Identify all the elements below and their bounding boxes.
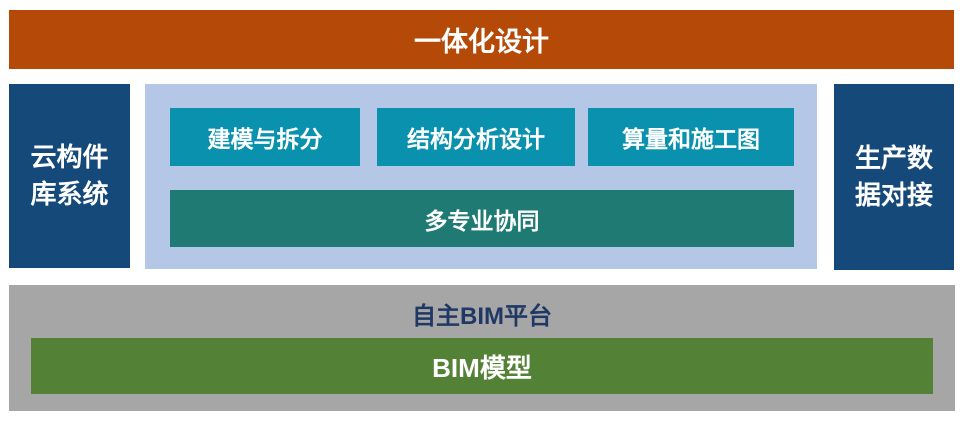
- bim-model-label: BIM模型: [432, 352, 532, 383]
- integrated-design-label: 一体化设计: [414, 27, 549, 57]
- modeling-and-split-box: 建模与拆分: [170, 108, 360, 166]
- multi-discipline-collaboration-label: 多专业协同: [424, 207, 540, 234]
- bim-model-box: BIM模型: [31, 338, 933, 394]
- design-modules-panel: 建模与拆分 结构分析设计 算量和施工图 多专业协同: [145, 84, 817, 269]
- cloud-component-library-box: 云构件库系统: [9, 84, 130, 268]
- multi-discipline-collaboration-box: 多专业协同: [170, 190, 794, 247]
- bim-platform-panel: 自主BIM平台 BIM模型: [9, 285, 955, 411]
- production-data-connection-box: 生产数据对接: [834, 84, 954, 270]
- modeling-and-split-label: 建模与拆分: [207, 126, 323, 152]
- integrated-design-banner: 一体化设计: [9, 10, 954, 69]
- cloud-component-library-label: 云构件库系统: [30, 142, 109, 209]
- structural-analysis-design-label: 结构分析设计: [407, 126, 545, 152]
- bim-platform-label: 自主BIM平台: [412, 302, 552, 330]
- quantity-and-construction-drawing-label: 算量和施工图: [622, 126, 760, 152]
- structural-analysis-design-box: 结构分析设计: [377, 108, 575, 166]
- production-data-connection-label: 生产数据对接: [854, 143, 933, 210]
- quantity-and-construction-drawing-box: 算量和施工图: [588, 108, 794, 166]
